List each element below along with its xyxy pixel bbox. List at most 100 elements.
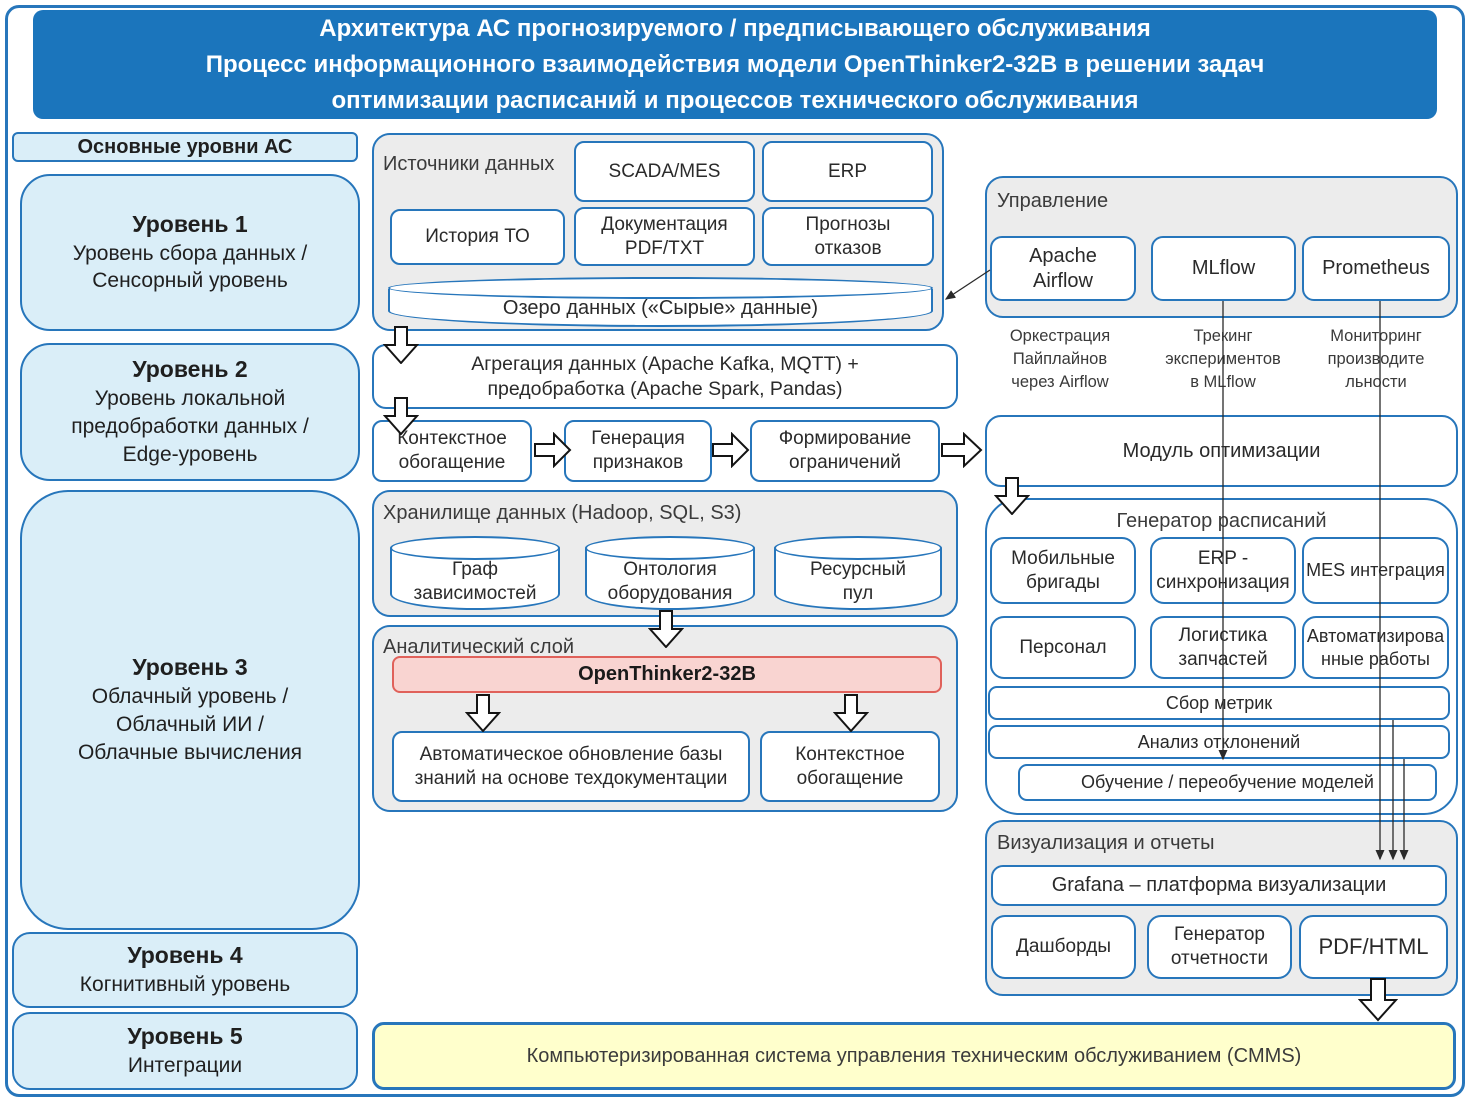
level-3-desc: Облачный уровень / Облачный ИИ / Облачны… [77, 685, 303, 764]
box-documentation: Документация PDF/TXT [574, 207, 755, 266]
box-constraints-formation: Формирование ограничений [750, 420, 940, 482]
box-report-generator: Генератор отчетности [1147, 915, 1292, 979]
caption-airflow-orchestration: Оркестрация Пайплайнов через Airflow [1009, 327, 1111, 392]
box-mobile-crews: Мобильные бригады [990, 537, 1136, 604]
level-5-title: Уровень 5 [127, 1023, 243, 1050]
down-arrow-optimization-to-scheduler [994, 477, 1030, 515]
down-arrow-storage-to-analytics [648, 610, 684, 648]
box-grafana: Grafana – платформа визуализации [991, 865, 1447, 906]
box-failure-forecasts: Прогнозы отказов [762, 207, 934, 266]
level-3-box: Уровень 3 Облачный уровень / Облачный ИИ… [20, 490, 360, 930]
caption-prometheus-monitoring: Мониторинг производите льности [1327, 327, 1425, 392]
level-3-title: Уровень 3 [132, 654, 248, 681]
box-erp-sync: ERP - синхронизация [1150, 537, 1296, 604]
automated-works-label: Автоматизирова нные работы [1306, 626, 1445, 669]
cmms-label: Компьютеризированная система управления … [526, 1044, 1302, 1067]
metrics-collection-label: Сбор метрик [1165, 692, 1273, 713]
right-arrow-constraints-to-optimization [941, 432, 983, 468]
scada-mes-label: SCADA/MES [608, 160, 721, 182]
box-automated-works: Автоматизирова нные работы [1302, 616, 1449, 679]
report-generator-label: Генератор отчетности [1170, 924, 1269, 969]
level-4-desc: Когнитивный уровень [79, 973, 291, 997]
level-5-box: Уровень 5 Интеграции [12, 1012, 358, 1090]
cylinder-top [585, 536, 755, 560]
grafana-label: Grafana – платформа визуализации [1051, 874, 1387, 896]
caption-mlflow-tracking: Трекинг экспериментов в MLflow [1165, 327, 1281, 392]
level-4-box: Уровень 4 Когнитивный уровень [12, 932, 358, 1008]
box-personnel: Персонал [990, 616, 1136, 679]
mobile-crews-label: Мобильные бригады [1011, 547, 1115, 593]
box-aggregation: Агрегация данных (Apache Kafka, MQTT) + … [372, 344, 958, 409]
level-4-title: Уровень 4 [127, 942, 243, 969]
down-arrow-aggregation-to-pipeline [383, 397, 419, 435]
box-mlflow: MLflow [1151, 236, 1296, 301]
level-5-desc: Интеграции [127, 1054, 243, 1078]
data-lake-label: Озеро данных («Сырые» данные) [502, 297, 819, 319]
management-label: Управление [997, 190, 1109, 212]
diagram-title: Архитектура АС прогнозируемого / предпис… [33, 10, 1437, 119]
down-arrow-model-to-kb [465, 694, 501, 732]
page-border [5, 5, 1465, 1097]
prometheus-label: Prometheus [1322, 257, 1430, 279]
box-scada-mes: SCADA/MES [574, 141, 755, 202]
mes-integration-label: MES интеграция [1306, 560, 1445, 581]
constraints-formation-label: Формирование ограничений [778, 428, 912, 473]
bar-deviation-analysis: Анализ отклонений [988, 725, 1450, 759]
box-mes-integration: MES интеграция [1302, 537, 1449, 604]
equipment-ontology-cylinder: Онтология оборудования [585, 536, 755, 610]
box-dashboards: Дашборды [991, 915, 1136, 979]
context-enrichment-2-label: Контекстное обогащение [795, 743, 905, 789]
model-retraining-label: Обучение / переобучение моделей [1081, 772, 1374, 793]
storage-label: Хранилище данных (Hadoop, SQL, S3) [383, 502, 742, 524]
down-arrow-model-to-context [833, 694, 869, 732]
mlflow-label: MLflow [1191, 257, 1256, 279]
erp-label: ERP [827, 160, 868, 182]
box-feature-generation: Генерация признаков [564, 420, 712, 482]
optimization-module-label: Модуль оптимизации [1122, 439, 1321, 462]
equipment-ontology-label: Онтология оборудования [607, 559, 733, 604]
right-arrow-features-to-constraints [712, 432, 750, 468]
knowledge-base-update-label: Автоматическое обновление базы знаний на… [414, 743, 728, 789]
box-pdf-html: PDF/HTML [1299, 915, 1448, 979]
box-spare-parts-logistics: Логистика запчастей [1150, 616, 1296, 679]
cylinder-top [774, 536, 942, 560]
box-context-enrichment-2: Контекстное обогащение [760, 731, 940, 802]
level-1-desc: Уровень сбора данных / Сенсорный уровень [72, 241, 308, 293]
level-2-desc: Уровень локальной предобработки данных /… [71, 387, 309, 466]
cylinder-top [388, 277, 933, 299]
level-2-box: Уровень 2 Уровень локальной предобработк… [20, 343, 360, 481]
box-knowledge-base-update: Автоматическое обновление базы знаний на… [392, 731, 750, 802]
openthinker-model-box: OpenThinker2-32B [392, 656, 942, 693]
cylinder-top [390, 536, 560, 560]
data-lake-cylinder: Озеро данных («Сырые» данные) [388, 277, 933, 327]
resource-pool-cylinder: Ресурсный пул [774, 536, 942, 610]
box-apache-airflow: Apache Airflow [990, 236, 1136, 301]
failure-forecasts-label: Прогнозы отказов [805, 213, 891, 259]
personnel-label: Персонал [1019, 636, 1107, 658]
apache-airflow-label: Apache Airflow [1029, 244, 1097, 292]
cmms-bar: Компьютеризированная система управления … [372, 1022, 1456, 1090]
box-prometheus: Prometheus [1302, 236, 1450, 301]
dashboards-label: Дашборды [1016, 936, 1111, 958]
dependency-graph-label: Граф зависимостей [413, 559, 537, 604]
level-1-title: Уровень 1 [132, 210, 248, 237]
analytics-label: Аналитический слой [383, 636, 575, 658]
dependency-graph-cylinder: Граф зависимостей [390, 536, 560, 610]
level-1-box: Уровень 1 Уровень сбора данных / Сенсорн… [20, 174, 360, 331]
deviation-analysis-label: Анализ отклонений [1137, 731, 1301, 752]
box-optimization-module: Модуль оптимизации [985, 415, 1458, 487]
documentation-label: Документация PDF/TXT [601, 213, 728, 259]
feature-generation-label: Генерация признаков [591, 428, 685, 473]
pdf-html-label: PDF/HTML [1318, 934, 1429, 960]
down-arrow-sources-to-aggregation [383, 326, 419, 364]
visualization-label: Визуализация и отчеты [997, 832, 1215, 854]
openthinker-model-label: OpenThinker2-32B [578, 663, 756, 685]
maintenance-history-label: История ТО [425, 226, 530, 248]
box-erp: ERP [762, 141, 933, 202]
level-2-title: Уровень 2 [132, 356, 248, 383]
down-arrow-pdf-to-cmms [1358, 978, 1398, 1022]
bar-metrics-collection: Сбор метрик [988, 686, 1450, 720]
bar-model-retraining: Обучение / переобучение моделей [1018, 764, 1437, 801]
spare-parts-logistics-label: Логистика запчастей [1178, 624, 1268, 670]
